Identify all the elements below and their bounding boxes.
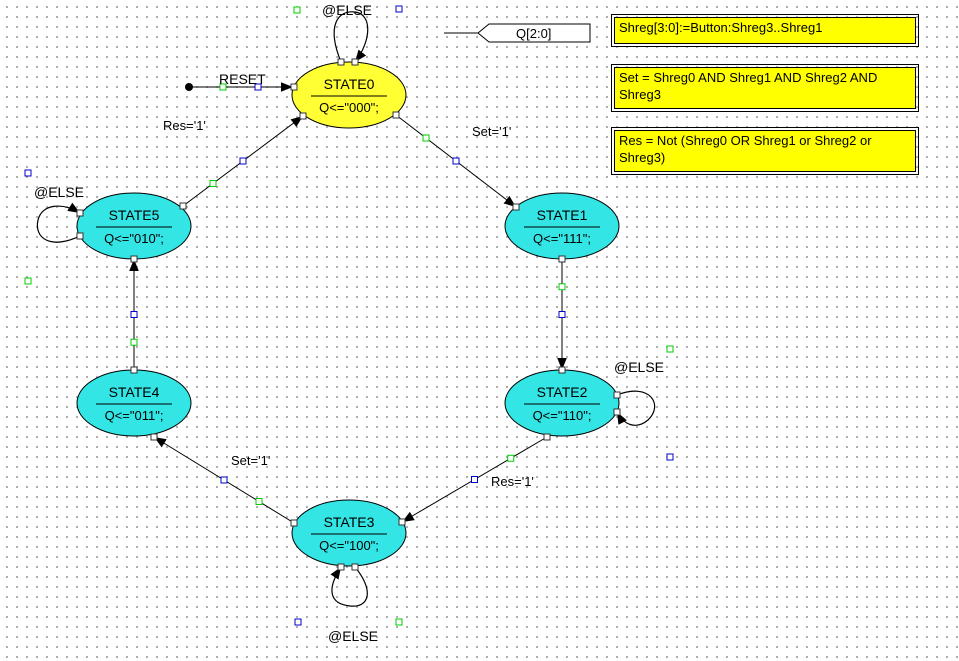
self-loop-state2-label: @ELSE <box>614 359 664 375</box>
self-loop-state2-start-handle[interactable] <box>613 391 621 399</box>
label-handle-4[interactable] <box>666 345 674 353</box>
state-state1-name: STATE1 <box>537 207 588 223</box>
transition-state1-to-state2-start-handle[interactable] <box>558 255 566 263</box>
transition-state3-to-state4-condition: Set='1' <box>231 453 270 468</box>
state-state4-name: STATE4 <box>109 384 160 400</box>
state-state1-shape[interactable] <box>504 192 620 260</box>
transition-state0-to-state1-end-handle[interactable] <box>512 203 520 211</box>
note-set-equation[interactable]: Set = Shreg0 AND Shreg1 AND Shreg2 AND S… <box>611 64 919 112</box>
transition-state0-to-state1-handle-green[interactable] <box>422 134 430 142</box>
transition-state5-to-state0-end-handle[interactable] <box>299 112 307 120</box>
transition-state5-to-state0-handle-green[interactable] <box>209 180 217 187</box>
self-loop-state5-start-handle[interactable] <box>76 232 84 240</box>
label-handle-7[interactable] <box>395 618 403 626</box>
note-res-equation[interactable]: Res = Not (Shreg0 OR Shreg1 or Shreg2 or… <box>611 127 919 175</box>
self-loop-state0-end-handle[interactable] <box>351 58 359 66</box>
transition-state4-to-state5-start-handle[interactable] <box>130 366 138 374</box>
reset-handle-green[interactable] <box>219 83 227 91</box>
self-loop-state0-start-handle[interactable] <box>337 58 345 66</box>
transition-state3-to-state4-handle-green[interactable] <box>255 498 263 505</box>
self-loop-state3[interactable] <box>330 566 368 607</box>
state-state3-action: Q<="100"; <box>319 538 379 553</box>
self-loop-state2-end-handle[interactable] <box>613 408 621 416</box>
reset-handle-blue[interactable] <box>254 83 262 91</box>
label-handle-6[interactable] <box>294 618 302 626</box>
self-loop-state3-label: @ELSE <box>328 628 378 644</box>
label-handle-2[interactable] <box>24 169 32 177</box>
self-loop-state3-start-handle[interactable] <box>351 563 359 571</box>
state-state4-action: Q<="011"; <box>105 408 164 423</box>
transition-state1-to-state2-end-handle[interactable] <box>558 366 566 374</box>
transition-state2-to-state3-condition: Res='1' <box>491 474 534 489</box>
transition-state3-to-state4-end-handle[interactable] <box>150 433 158 441</box>
state-state0-action: Q<="000"; <box>319 100 379 115</box>
state-state3-name: STATE3 <box>324 514 375 530</box>
state-state2-shape[interactable] <box>504 369 620 437</box>
self-loop-state5-label: @ELSE <box>34 184 84 200</box>
state-state0-shape[interactable] <box>291 61 407 129</box>
note-shreg[interactable]: Shreg[3:0]:=Button:Shreg3..Shreg1 <box>611 14 919 47</box>
state-state5-shape[interactable] <box>76 192 192 260</box>
transition-state4-to-state5-handle-green[interactable] <box>130 338 138 346</box>
label-handle-1[interactable] <box>395 5 403 13</box>
state-state0-name: STATE0 <box>324 76 375 92</box>
output-port-label: Q[2:0] <box>516 26 551 41</box>
state-state2-action: Q<="110"; <box>533 408 592 423</box>
transition-state2-to-state3-end-handle[interactable] <box>398 518 406 526</box>
self-loop-state0-label: @ELSE <box>322 2 372 18</box>
state-state5-action: Q<="010"; <box>104 231 164 246</box>
transition-state2-to-state3-start-handle[interactable] <box>543 433 551 441</box>
state-state4-shape[interactable] <box>76 369 192 437</box>
transition-state2-to-state3-handle-green[interactable] <box>507 454 515 462</box>
transition-state5-to-state0-handle-blue[interactable] <box>239 157 247 165</box>
transition-state4-to-state5-handle-blue[interactable] <box>130 311 138 318</box>
state-state3-shape[interactable] <box>291 499 407 567</box>
transition-state0-to-state1-condition: Set='1' <box>472 124 511 139</box>
transition-state0-to-state1-start-handle[interactable] <box>392 111 400 119</box>
reset-end-handle[interactable] <box>290 83 298 91</box>
transition-state4-to-state5-end-handle[interactable] <box>130 255 138 263</box>
transition-state3-to-state4-handle-blue[interactable] <box>220 476 228 484</box>
transition-state5-to-state0-condition: Res='1' <box>163 118 206 133</box>
transition-state1-to-state2-handle-green[interactable] <box>558 283 566 291</box>
self-loop-state5[interactable] <box>36 202 81 243</box>
self-loop-state3-end-handle[interactable] <box>337 563 345 571</box>
state-state1-action: Q<="111"; <box>533 231 591 246</box>
transition-state2-to-state3-handle-blue[interactable] <box>471 476 478 483</box>
transition-state3-to-state4-start-handle[interactable] <box>290 519 298 527</box>
self-loop-state2[interactable] <box>616 390 656 426</box>
self-loop-state5-end-handle[interactable] <box>76 209 84 217</box>
self-loop-state0[interactable] <box>333 11 369 63</box>
transition-state0-to-state1-handle-blue[interactable] <box>452 157 460 165</box>
reset-label: RESET <box>219 71 266 87</box>
transition-state1-to-state2-handle-blue[interactable] <box>558 311 566 318</box>
label-handle-3[interactable] <box>24 277 32 285</box>
state-state2-name: STATE2 <box>537 384 588 400</box>
label-handle-5[interactable] <box>666 453 674 461</box>
label-handle-0[interactable] <box>293 6 301 14</box>
state-state5-name: STATE5 <box>109 207 160 223</box>
transition-state5-to-state0-start-handle[interactable] <box>179 202 187 210</box>
output-port-shape[interactable] <box>477 23 591 43</box>
